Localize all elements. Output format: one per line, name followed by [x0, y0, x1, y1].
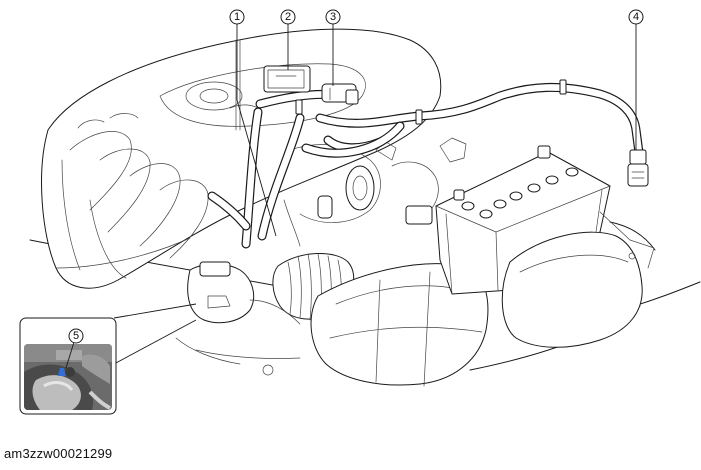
callout-1: 1 [229, 9, 245, 25]
battery [435, 145, 611, 295]
air-cleaner [310, 263, 489, 387]
callout-4-label: 4 [633, 11, 639, 23]
callout-2-label: 2 [285, 11, 291, 23]
intake-assembly [289, 137, 467, 225]
callout-5: 5 [68, 328, 84, 344]
purge-solenoid-area [175, 261, 301, 376]
vapor-pipe [235, 39, 301, 247]
inset-photo [24, 344, 112, 410]
hose-end-connector [627, 149, 649, 187]
check-valve [321, 83, 359, 105]
purge-valve-connector [263, 65, 311, 93]
callout-4: 4 [628, 9, 644, 25]
callout-3-label: 3 [330, 11, 336, 23]
callout-leaders [236, 24, 637, 237]
battery-tray [501, 211, 655, 348]
callout-2: 2 [280, 9, 296, 25]
figure-caption: am3zzw00021299 [4, 446, 113, 461]
callout-1-label: 1 [234, 11, 240, 23]
callout-5-label: 5 [73, 330, 79, 342]
engine-cover [41, 28, 442, 289]
callout-3: 3 [325, 9, 341, 25]
detail-inset [19, 303, 197, 415]
